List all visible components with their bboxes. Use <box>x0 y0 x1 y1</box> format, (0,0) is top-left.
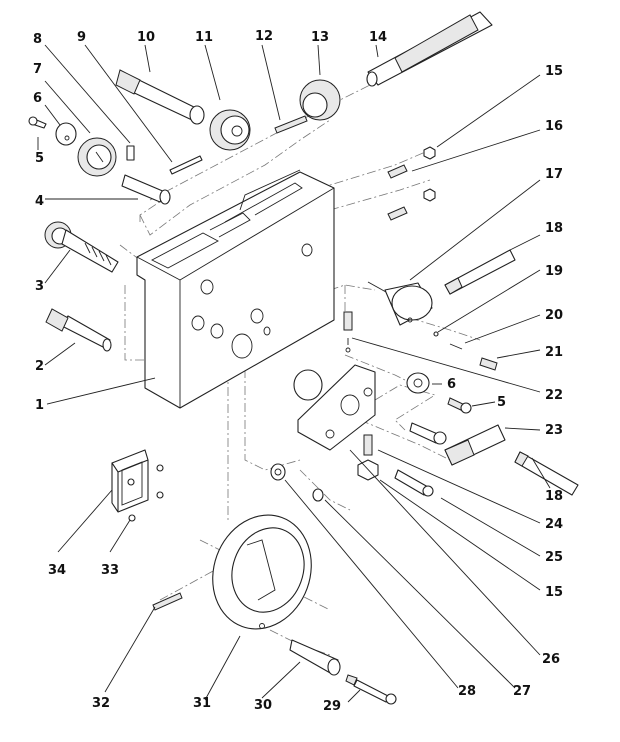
stub-shaft-part <box>121 145 171 205</box>
callout-16: 16 <box>545 119 563 134</box>
washer-screw-right-parts <box>406 372 472 414</box>
callout-30: 30 <box>254 698 272 713</box>
callout-25: 25 <box>545 550 563 565</box>
callout-6-right: 6 <box>447 377 456 392</box>
callout-34: 34 <box>48 563 66 578</box>
callout-17: 17 <box>545 167 563 182</box>
callout-8: 8 <box>33 32 42 47</box>
handwheel-parts <box>152 514 397 705</box>
callout-7: 7 <box>33 62 42 77</box>
callout-13: 13 <box>311 30 329 45</box>
callout-29: 29 <box>323 699 341 714</box>
callout-14: 14 <box>369 30 387 45</box>
callout-10: 10 <box>137 30 155 45</box>
cover-plate-parts <box>111 449 164 522</box>
callout-31: 31 <box>193 696 211 711</box>
callout-2: 2 <box>35 359 44 374</box>
callout-15-bottom: 15 <box>545 585 563 600</box>
worm-gear-shaft-part <box>44 221 119 273</box>
upper-shaft-gear-parts <box>115 69 308 175</box>
nuts-and-set-screws <box>387 146 436 221</box>
housing-block-part <box>136 169 335 409</box>
callout-18-right: 18 <box>545 489 563 504</box>
callout-26: 26 <box>542 652 560 667</box>
callout-15-top: 15 <box>545 64 563 79</box>
callout-5-right: 5 <box>497 395 506 410</box>
callout-9: 9 <box>77 30 86 45</box>
coupling-and-screws-parts <box>357 422 579 497</box>
pinion-shaft-part <box>45 308 112 352</box>
callout-12: 12 <box>255 29 273 44</box>
callout-28: 28 <box>458 684 476 699</box>
callout-3: 3 <box>35 279 44 294</box>
callout-labels: 1 2 3 4 5 6 7 8 9 10 11 12 13 14 15 16 1… <box>33 29 563 714</box>
ring-and-nut-parts <box>270 463 324 502</box>
callout-4: 4 <box>35 194 44 209</box>
worm-wheel-and-shaft-parts <box>299 11 493 121</box>
detent-spring-parts <box>343 311 353 353</box>
callout-11: 11 <box>195 30 213 45</box>
callout-32: 32 <box>92 696 110 711</box>
callout-1: 1 <box>35 398 44 413</box>
callout-33: 33 <box>101 563 119 578</box>
callout-22: 22 <box>545 388 563 403</box>
callout-21: 21 <box>545 345 563 360</box>
callout-27: 27 <box>513 684 531 699</box>
callout-23: 23 <box>545 423 563 438</box>
callout-18-top: 18 <box>545 221 563 236</box>
leader-lines <box>37 44 551 703</box>
callout-19: 19 <box>545 264 563 279</box>
callout-24: 24 <box>545 517 563 532</box>
screw-washer-gear-parts <box>28 116 117 177</box>
callout-6: 6 <box>33 91 42 106</box>
callout-5: 5 <box>35 151 44 166</box>
callout-20: 20 <box>545 308 563 323</box>
bracket-part <box>293 364 376 451</box>
knob-assembly-parts <box>367 249 516 371</box>
